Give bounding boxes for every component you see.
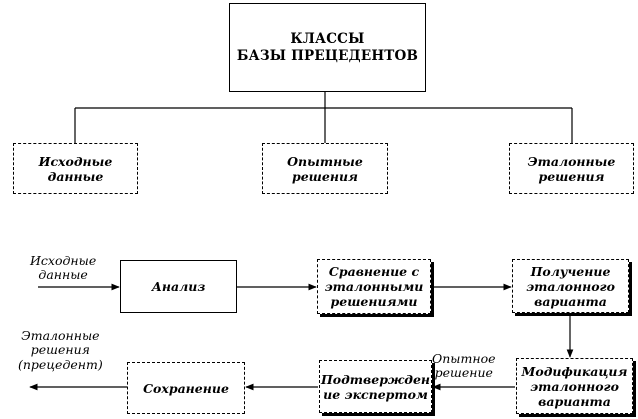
analysis-label: Анализ [151,279,206,294]
class-experimental-line1: Опытные [287,153,363,169]
output-label-line2: решения [30,342,90,358]
exp-label-line1: Опытное [432,351,496,366]
class-experimental-line2: решения [291,168,359,184]
title-line1: КЛАССЫ [290,31,365,48]
save-label: Сохранение [143,380,229,396]
output-label-line1: Эталонные [21,328,100,343]
input-label: Исходные данные [30,253,97,283]
class-box-experimental-solutions: Опытные решения [262,143,388,194]
compare-box: Сравнение с эталонными решениями [317,259,431,314]
input-label-line1: Исходные [30,253,97,268]
compare-line3: решениями [330,294,418,309]
confirm-line1: Подтвержден [320,371,431,387]
output-label-line3: (прецедент) [18,356,103,372]
modify-line2: эталонного [530,378,619,394]
modify-box: Модификация эталонного варианта [516,358,633,414]
class-box-initial-data: Исходные данные [13,143,138,194]
expert-confirm-box: Подтвержден ие экспертом [319,360,432,413]
class-box-reference-solutions: Эталонные решения [509,143,634,194]
compare-line2: эталонными [324,279,424,294]
analysis-box: Анализ [120,260,237,313]
modify-line1: Модификация [521,363,628,379]
save-box: Сохранение [127,362,245,414]
case-base-classes-title: КЛАССЫ БАЗЫ ПРЕЦЕДЕНТОВ [229,3,426,92]
confirm-line2: ие экспертом [323,386,428,402]
obtain-line1: Получение [530,263,611,279]
exp-label-line2: решение [434,365,493,381]
obtain-box: Получение эталонного варианта [512,259,629,313]
class-initial-line2: данные [47,168,104,184]
class-reference-line2: решения [538,168,605,184]
obtain-line2: эталонного [526,278,615,294]
compare-line1: Сравнение с [328,264,420,279]
class-reference-line1: Эталонные [527,153,616,169]
class-initial-line1: Исходные [38,153,113,169]
modify-line3: варианта [538,393,611,409]
process-arrows [29,283,574,391]
output-label: Эталонные решения (прецедент) [18,328,103,372]
experimental-solution-label: Опытное решение [432,351,496,381]
tree-lines [74,92,573,143]
input-label-line2: данные [38,267,88,283]
obtain-line3: варианта [534,293,607,309]
title-line2: БАЗЫ ПРЕЦЕДЕНТОВ [236,47,419,64]
